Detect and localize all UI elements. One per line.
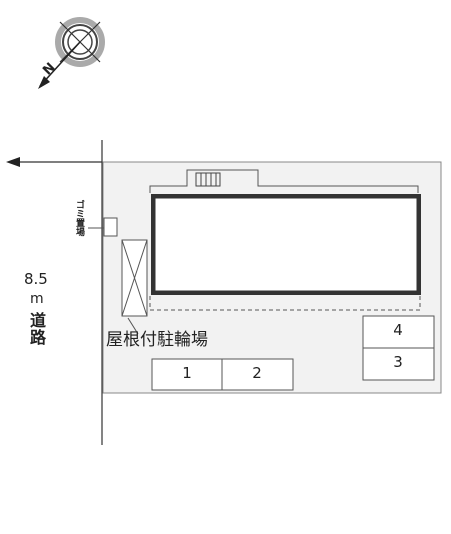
road-name: 道路 (27, 312, 46, 346)
road-width: 8.5 (24, 270, 48, 288)
compass-north-label: N (40, 60, 58, 78)
building-entrance-outline (149, 169, 419, 193)
balcony-outline (149, 296, 421, 311)
parking-label-3: 3 (393, 353, 403, 371)
stair-icon (195, 172, 221, 187)
garbage-box (103, 217, 118, 237)
parking-label-4: 4 (393, 321, 403, 339)
parking-space-2 (221, 358, 294, 391)
parking-space-3 (362, 347, 435, 381)
parking-label-2: 2 (252, 364, 262, 382)
bike-parking-label: 屋根付駐輪場 (106, 330, 208, 350)
parking-label-1: 1 (182, 364, 192, 382)
building-interior (155, 198, 417, 291)
bike-parking (121, 239, 148, 335)
garbage-label: ゴミ置場 (74, 200, 84, 236)
road-arrow-icon (6, 157, 20, 167)
road-unit: m (30, 291, 44, 307)
north-compass-icon: N (38, 17, 105, 89)
